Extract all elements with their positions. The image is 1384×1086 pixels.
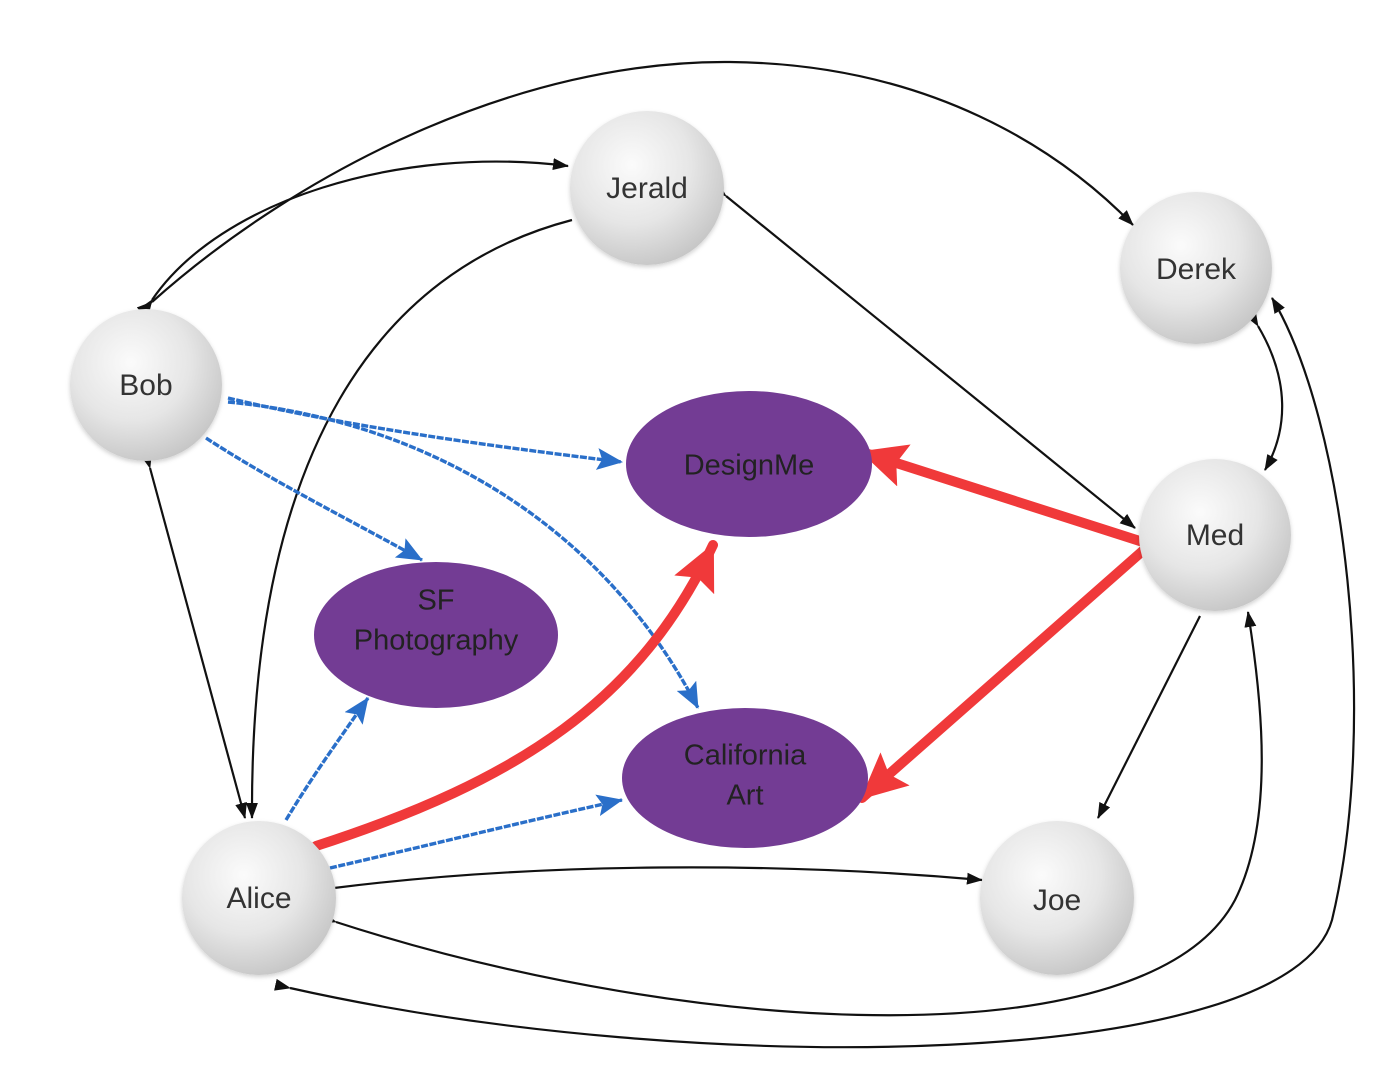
person-label-alice: Alice (226, 882, 291, 915)
edge-alice-derek (274, 297, 1356, 1049)
edge-alice-california-art (329, 794, 623, 870)
edge-bob-sf-photography (205, 436, 423, 562)
person-node-alice[interactable]: Alice (182, 821, 336, 975)
group-node-sf-photography[interactable]: SF Photography (314, 562, 558, 708)
person-label-derek: Derek (1156, 253, 1237, 286)
person-label-med: Med (1186, 519, 1244, 552)
group-node-designme[interactable]: DesignMe (626, 391, 872, 537)
edge-med-joe (1097, 615, 1201, 819)
person-label-bob: Bob (119, 369, 172, 402)
friendship-edges (136, 60, 1356, 1049)
person-label-jerald: Jerald (606, 172, 688, 205)
person-label-joe: Joe (1033, 884, 1081, 917)
edge-med-california-art-recommendation (857, 543, 1151, 803)
edge-bob-alice (140, 451, 247, 819)
person-node-derek[interactable]: Derek (1120, 192, 1272, 344)
edge-alice-designme-recommendation (311, 540, 718, 851)
person-node-joe[interactable]: Joe (980, 821, 1134, 975)
person-node-bob[interactable]: Bob (70, 309, 222, 461)
person-node-jerald[interactable]: Jerald (570, 111, 724, 265)
edge-derek-med (1245, 310, 1284, 471)
edge-jerald-alice (245, 218, 573, 819)
membership-edges (205, 396, 700, 870)
group-node-california-art[interactable]: California Art (622, 708, 868, 848)
edge-med-designme-recommendation (857, 444, 1151, 548)
person-node-med[interactable]: Med (1139, 459, 1291, 611)
group-label-sf-photography-line2: Photography (354, 625, 519, 657)
group-label-sf-photography-line1: SF (417, 585, 454, 617)
edge-alice-joe (318, 866, 983, 896)
group-label-california-art-line2: Art (726, 780, 763, 812)
edge-bob-california-art (227, 400, 700, 709)
group-label-california-art-line1: California (684, 740, 807, 772)
edge-alice-sf-photography (284, 697, 370, 821)
group-label-designme: DesignMe (684, 450, 815, 482)
edge-bob-jerald (138, 158, 569, 316)
recommendation-edges (311, 444, 1151, 851)
